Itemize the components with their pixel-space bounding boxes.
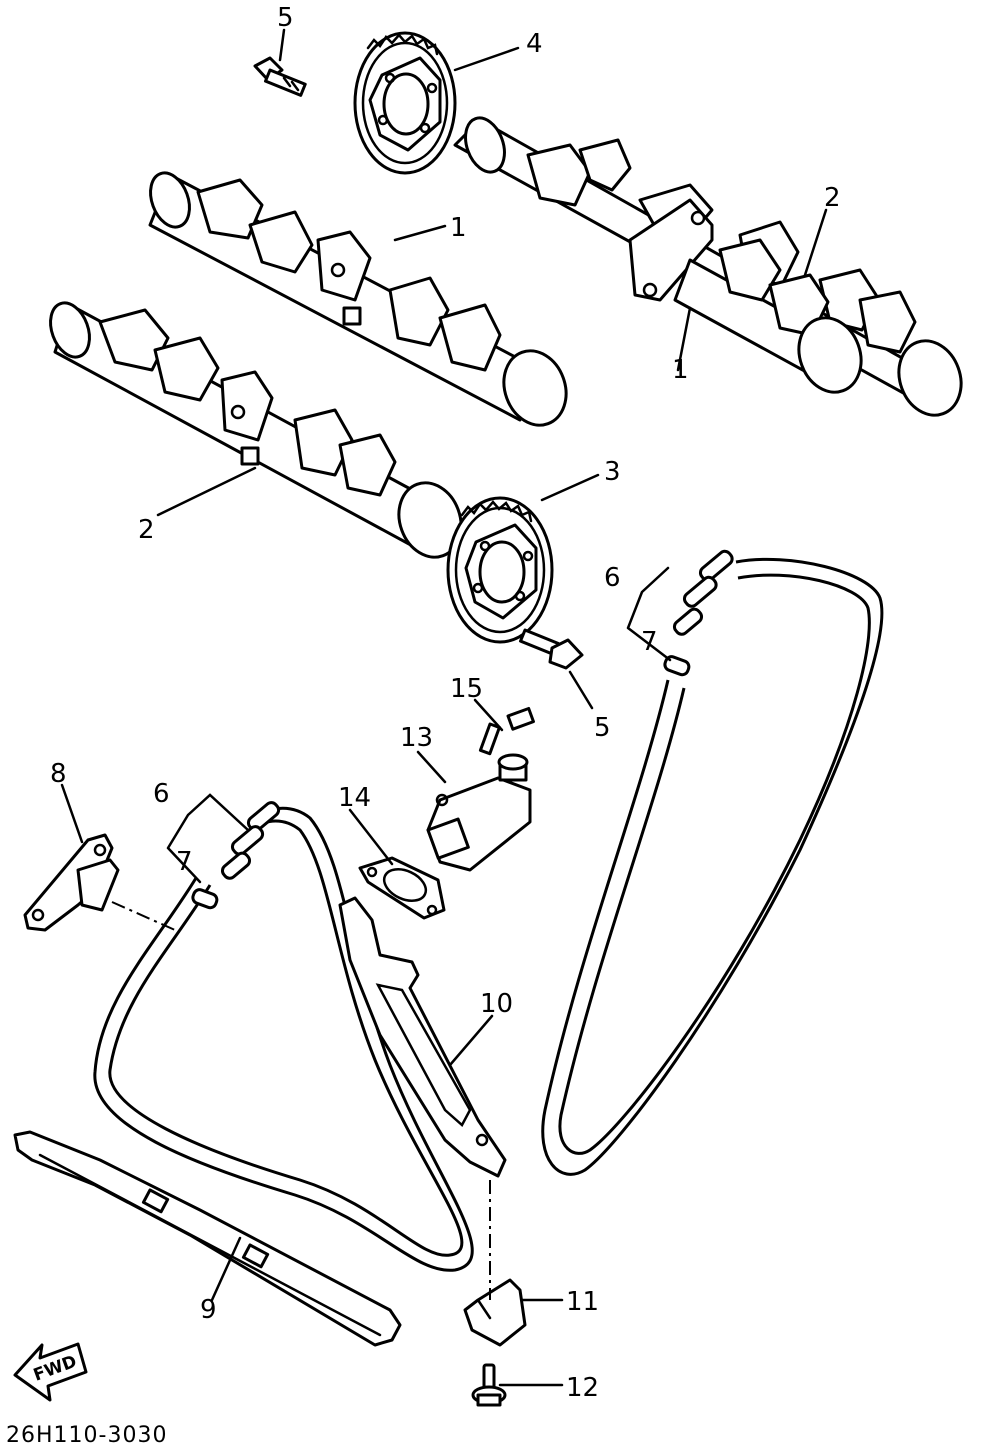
- cam-chain-right: [541, 557, 884, 1176]
- callout-14: 14: [338, 783, 371, 813]
- bracket-11: [463, 1278, 527, 1347]
- callout-12: 12: [566, 1373, 599, 1403]
- camshaft-2-left: [49, 301, 463, 559]
- callout-1-left: 1: [450, 213, 467, 243]
- diagram-code: 26H110-3030: [6, 1423, 167, 1448]
- callout-1-right: 1: [672, 355, 689, 385]
- chain-link-6-left: [220, 801, 281, 880]
- cam-sprocket-3: [446, 496, 554, 644]
- callout-9: 9: [200, 1295, 217, 1325]
- callout-13: 13: [400, 723, 433, 753]
- callout-3: 3: [604, 457, 621, 487]
- callout-4: 4: [526, 29, 543, 59]
- chain-joint-7-left: [191, 888, 219, 910]
- chain-guide-stopper-8: [23, 833, 120, 932]
- bolt-5-lower: [519, 628, 584, 670]
- chain-guide-9: [13, 1130, 402, 1347]
- chain-guide-10: [338, 896, 507, 1178]
- chain-link-6-right: [672, 549, 734, 636]
- callout-5-top: 5: [277, 3, 294, 33]
- callout-2-left: 2: [138, 515, 155, 545]
- callout-10: 10: [480, 989, 513, 1019]
- callout-11: 11: [566, 1287, 599, 1317]
- gasket-14: [358, 856, 446, 920]
- assembly-lines: [111, 901, 491, 1300]
- cam-sprocket-4: [353, 31, 457, 175]
- bolt-15: [478, 706, 535, 756]
- camshaft-1-right: [628, 198, 863, 394]
- callouts: 5 4 1 2 1 2 3 6 7 5 15 13 8 6 14 7 10 9 …: [50, 3, 841, 1403]
- callout-15: 15: [450, 674, 483, 704]
- callout-2-right: 2: [824, 183, 841, 213]
- callout-7-right: 7: [641, 627, 658, 657]
- chain-joint-7-right: [663, 655, 691, 677]
- callout-8: 8: [50, 759, 67, 789]
- leader-lines: [60, 28, 828, 1387]
- callout-6-right: 6: [604, 563, 621, 593]
- cam-chain-left: [93, 806, 474, 1272]
- forward-arrow-icon: FWD: [13, 1342, 88, 1402]
- callout-7-left: 7: [176, 847, 193, 877]
- callout-6-left: 6: [153, 779, 170, 809]
- bolt-12: [471, 1363, 507, 1407]
- bolt-5-top: [253, 56, 307, 97]
- camshaft-1-left: [148, 171, 568, 427]
- chain-tensioner-13: [426, 753, 532, 872]
- callout-5-lower: 5: [594, 713, 611, 743]
